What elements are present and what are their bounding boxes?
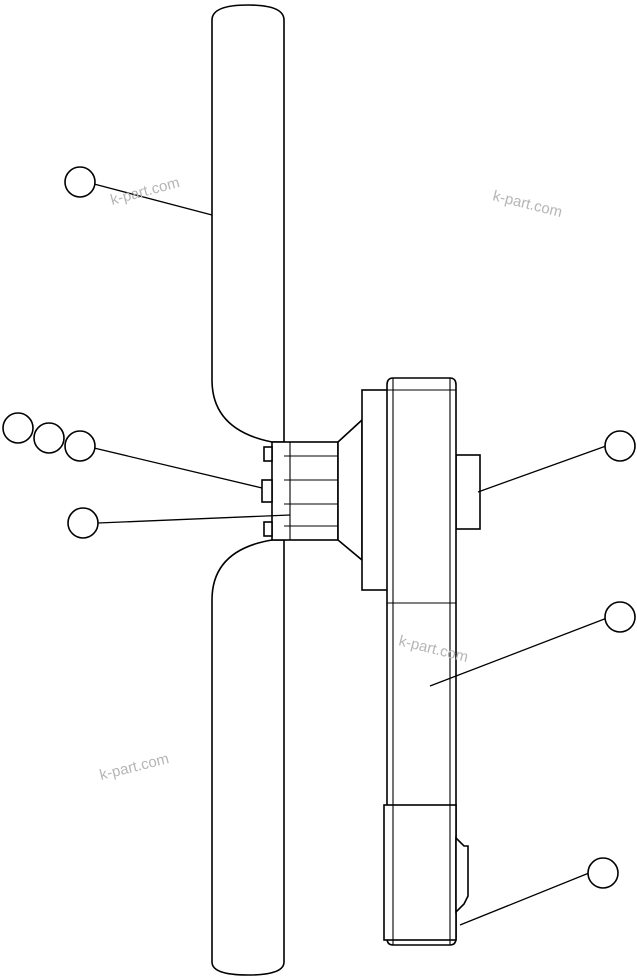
- crank-pulley: [383, 804, 469, 941]
- mounting-bolts: [261, 446, 273, 537]
- fan-pulley-flange: [361, 389, 389, 591]
- conical-adapter: [337, 418, 363, 562]
- watermark-text-2: k-part.com: [491, 187, 564, 221]
- callout-circle-pulley: [604, 430, 636, 462]
- leader-lines: [93, 183, 608, 926]
- callout-circle-crank-pulley: [587, 857, 619, 889]
- callout-circle-bolt-2: [33, 422, 65, 454]
- callout-circle-bolt-1: [2, 412, 34, 444]
- callout-circle-spacer: [67, 507, 99, 539]
- callout-circle-bolt-3: [64, 430, 96, 462]
- callout-circle-fan: [64, 166, 96, 198]
- watermark-text-4: k-part.com: [98, 750, 171, 784]
- hub-spacer: [271, 441, 339, 541]
- upper-fan-blade: [211, 4, 285, 443]
- lower-fan-blade: [211, 539, 285, 976]
- pulley-shaft-boss: [455, 454, 481, 530]
- callout-markers: [2, 166, 636, 889]
- callout-circle-belt: [604, 601, 636, 633]
